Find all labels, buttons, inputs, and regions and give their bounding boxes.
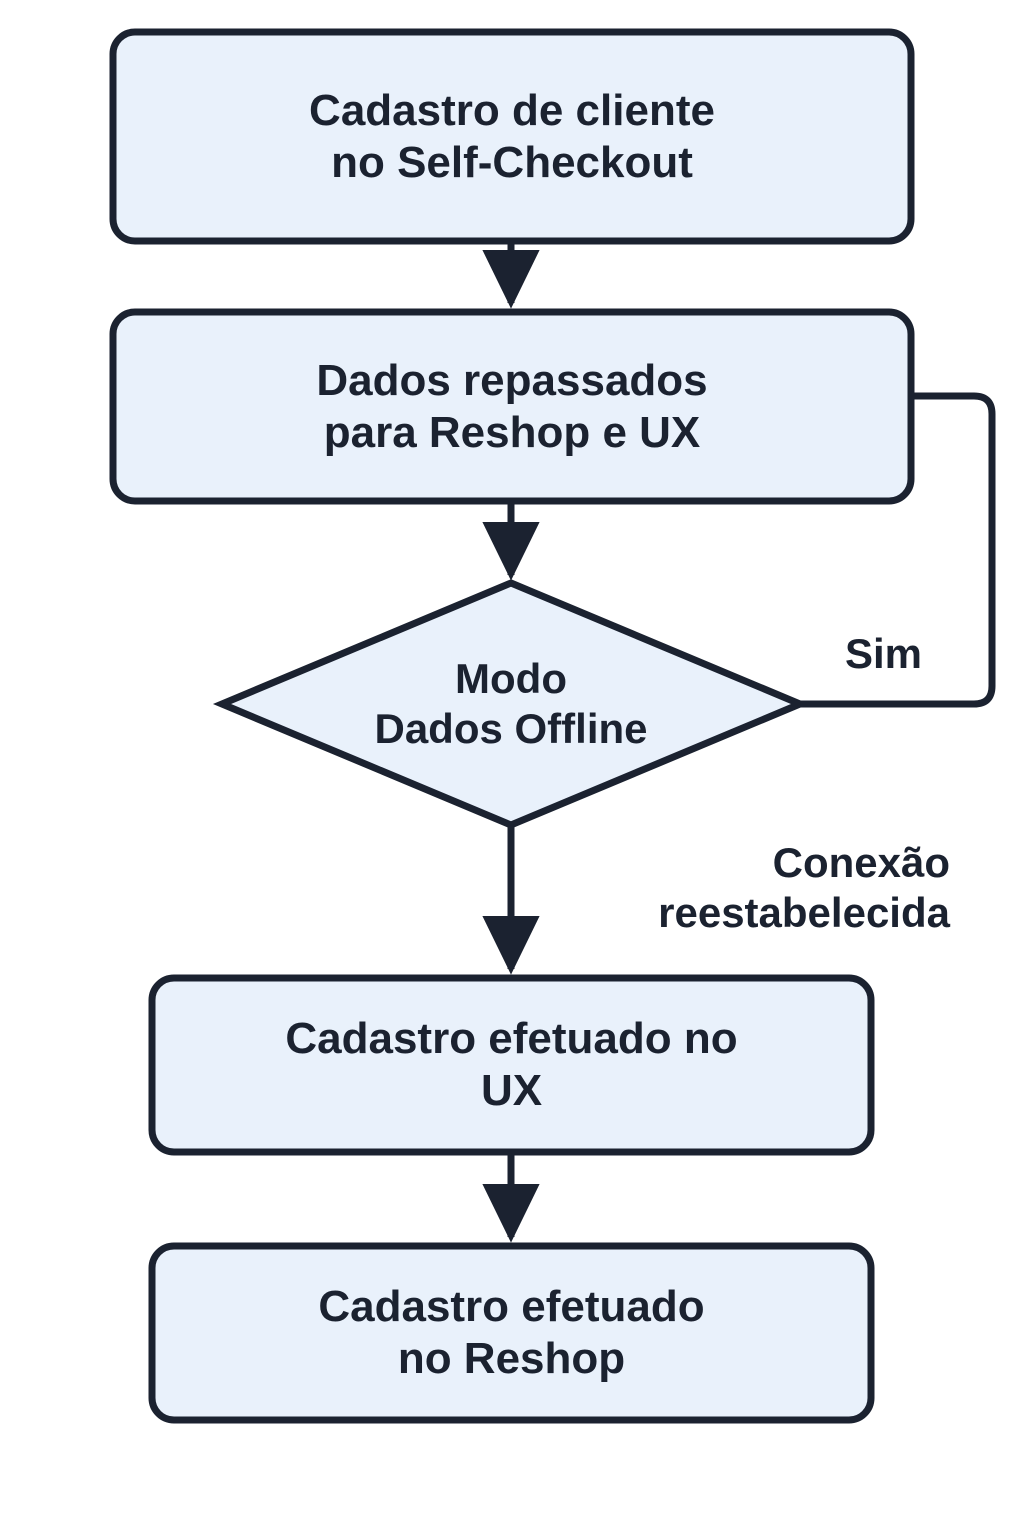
node-modo-dados-offline[interactable] xyxy=(212,579,810,829)
node-cadastro-efetuado-reshop[interactable] xyxy=(148,1242,875,1424)
node-cadastro-efetuado-ux[interactable] xyxy=(148,974,875,1156)
node-dados-repassados[interactable] xyxy=(109,308,915,505)
edge-n3-to-n2-sim xyxy=(800,392,996,708)
node-cadastro-cliente-self-checkout[interactable] xyxy=(109,28,915,245)
